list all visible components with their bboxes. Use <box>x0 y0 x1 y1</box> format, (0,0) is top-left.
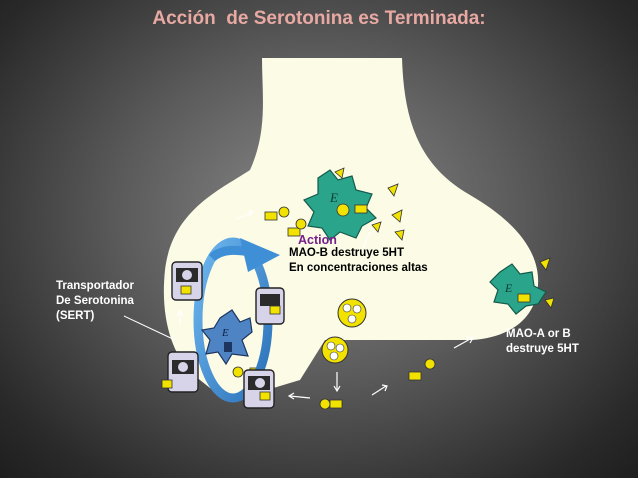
transported-serotonin <box>161 285 281 401</box>
mao-a-caption-line2: destruye 5HT <box>506 343 579 355</box>
sert-caption-line1: Transportador <box>56 280 134 292</box>
enzyme-letter-maoa: E <box>504 281 513 295</box>
mao-b-caption-line2: En concentraciones altas <box>289 262 428 274</box>
sert-pointer-line <box>123 315 176 341</box>
vesicle <box>321 336 349 364</box>
sert-caption: Transportador De Serotonina (SERT) <box>56 279 134 324</box>
action-label: Action <box>298 233 337 247</box>
sert-receptor-figure: E <box>200 309 253 366</box>
mao-a-caption-line1: MAO-A or B <box>506 328 571 340</box>
mao-a-enzyme: E <box>489 257 555 315</box>
mao-b-enzyme: E <box>303 169 377 241</box>
enzyme-letter-maob: E <box>329 190 338 205</box>
mao-a-caption: MAO-A or B destruye 5HT <box>506 327 579 357</box>
serotonin-molecules <box>264 206 307 237</box>
sert-caption-line2: De Serotonina <box>56 295 134 307</box>
mao-b-caption: MAO-B destruye 5HT En concentraciones al… <box>289 246 428 276</box>
broken-serotonin-fragments <box>334 167 405 241</box>
slide-title: Acción de Serotonina es Terminada: <box>152 8 486 29</box>
vesicle <box>337 298 367 328</box>
enzyme-letter-sert: E <box>221 327 229 339</box>
mao-b-caption-line1: MAO-B destruye 5HT <box>289 247 405 259</box>
sert-caption-line3: (SERT) <box>56 310 95 322</box>
